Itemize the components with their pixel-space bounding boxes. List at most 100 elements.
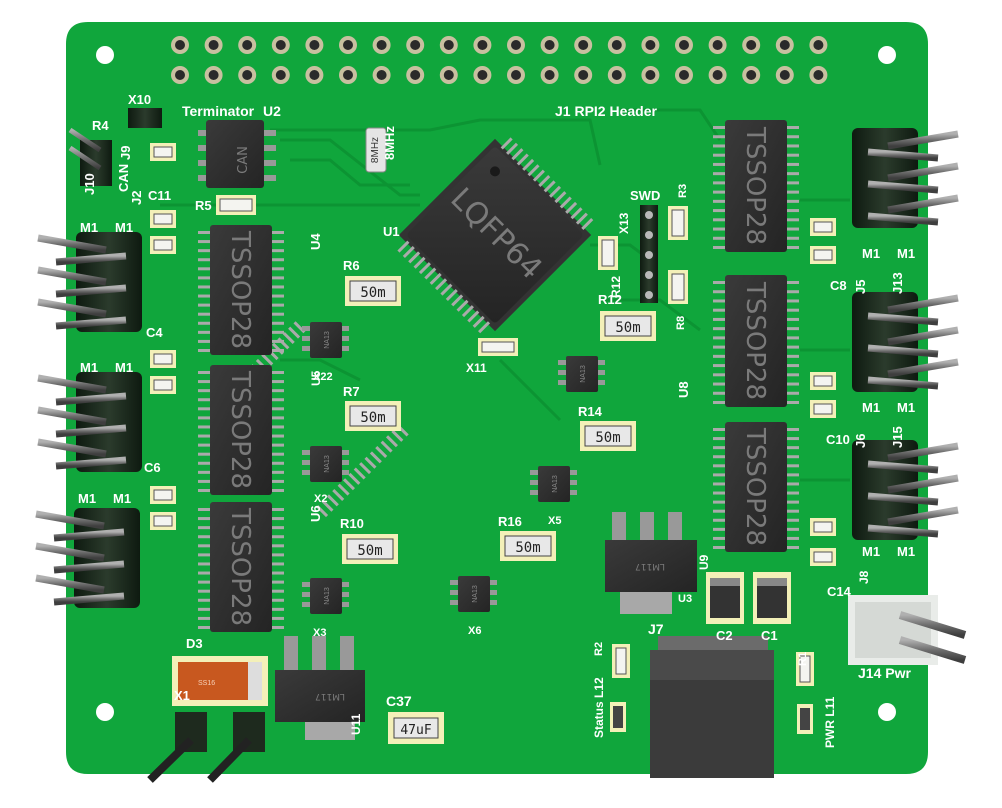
pin-header xyxy=(35,508,140,608)
rpi-header-pins xyxy=(171,36,828,84)
silkscreen-label: M1 xyxy=(862,246,880,261)
label-r4: R4 xyxy=(92,118,109,133)
sot-chip: NA13 xyxy=(302,322,349,358)
silkscreen-label: M1 xyxy=(115,360,133,375)
label-j2: J2 xyxy=(129,191,144,205)
silkscreen-label: C8 xyxy=(830,278,847,293)
silkscreen-label: 50m xyxy=(515,540,540,556)
pin-header xyxy=(37,232,142,332)
svg-text:NA13: NA13 xyxy=(324,587,331,605)
silkscreen-label: R12 xyxy=(598,292,622,307)
silkscreen-label: J15 xyxy=(890,426,905,448)
silkscreen-label: LM117 xyxy=(315,691,345,701)
capacitor-c1 xyxy=(753,572,791,624)
regulator-u9: LM117 xyxy=(605,512,697,614)
silkscreen-label: U1 xyxy=(383,224,400,239)
resistor-r12: 50m xyxy=(600,311,656,341)
silkscreen-label: R2 xyxy=(593,642,605,656)
silkscreen-label: Status L12 xyxy=(592,677,606,738)
svg-text:TSSOP28: TSSOP28 xyxy=(225,370,255,489)
label-can: CAN xyxy=(116,164,131,192)
mounting-holes xyxy=(96,46,896,721)
silkscreen-label: 50m xyxy=(360,410,385,426)
power-pins-x1 xyxy=(147,712,265,783)
silkscreen-label: 47uF xyxy=(400,723,431,738)
svg-text:TSSOP28: TSSOP28 xyxy=(740,126,770,245)
silkscreen-label: X5 xyxy=(548,515,561,527)
small-passives xyxy=(150,143,836,686)
pin-header xyxy=(852,128,959,228)
silkscreen-label: M1 xyxy=(113,491,131,506)
silkscreen-labels: J1 RPI2 Header Terminator U2 X10 R4 J9 J… xyxy=(78,92,915,748)
sot-chip: NA13 xyxy=(302,446,349,482)
left-headers xyxy=(35,232,142,608)
resistor-r6: 50m xyxy=(345,276,401,306)
svg-text:TSSOP28: TSSOP28 xyxy=(225,507,255,626)
silkscreen-label: X6 xyxy=(468,625,481,637)
svg-text:TSSOP28: TSSOP28 xyxy=(740,281,770,400)
silkscreen-label: J8 xyxy=(857,570,871,584)
silkscreen-label: X3 xyxy=(313,627,326,639)
silkscreen-label: 50m xyxy=(357,543,382,559)
silkscreen-label: SS16 xyxy=(198,680,215,687)
label-x10: X10 xyxy=(128,92,151,107)
tssop28-chip: TSSOP28 xyxy=(713,275,799,407)
silkscreen-label: R12 xyxy=(609,276,623,298)
silkscreen-label: U4 xyxy=(308,233,323,250)
right-headers xyxy=(852,128,959,540)
silkscreen-label: C37 xyxy=(386,693,412,709)
svg-text:TSSOP28: TSSOP28 xyxy=(740,427,770,546)
silkscreen-label: X1 xyxy=(174,688,190,703)
silkscreen-label: C4 xyxy=(146,325,163,340)
svg-text:NA13: NA13 xyxy=(324,455,331,473)
silkscreen-label: C14 xyxy=(827,584,852,599)
silkscreen-label: M1 xyxy=(897,544,915,559)
silkscreen-label: X2 xyxy=(314,493,327,505)
svg-text:NA13: NA13 xyxy=(552,475,559,493)
silkscreen-label: U9 xyxy=(697,554,711,570)
silkscreen-label: C2 xyxy=(716,628,733,643)
silkscreen-label: R14 xyxy=(578,404,603,419)
silkscreen-label: M1 xyxy=(115,220,133,235)
silkscreen-label: R3 xyxy=(677,184,689,198)
diode-d3: SS16 xyxy=(172,656,268,706)
tssop28-chip: TSSOP28 xyxy=(198,365,284,495)
silkscreen-label: M1 xyxy=(862,400,880,415)
can-chip: CAN xyxy=(198,120,276,188)
silkscreen-label: R8 xyxy=(675,316,687,330)
sot-chip: NA13 xyxy=(302,578,349,614)
crystal-8mhz: 8MHz xyxy=(365,127,387,173)
pin-header xyxy=(852,440,959,540)
silkscreen-label: R10 xyxy=(340,516,364,531)
sot-chip: NA13 xyxy=(450,576,497,612)
silkscreen-label: U11 xyxy=(349,713,363,735)
silkscreen-label: R16 xyxy=(498,514,522,529)
silkscreen-label: X22 xyxy=(313,371,333,383)
tssop28-chip: TSSOP28 xyxy=(713,120,799,252)
connector-j14 xyxy=(848,595,967,665)
tssop28-chip: TSSOP28 xyxy=(198,225,284,355)
pin-header xyxy=(852,292,959,392)
silkscreen-label: J14 Pwr xyxy=(858,665,911,681)
led-status xyxy=(610,702,626,732)
silkscreen-label: 50m xyxy=(615,320,640,336)
label-terminator: Terminator xyxy=(182,103,255,119)
silkscreen-label: U6 xyxy=(308,505,323,522)
label-r5: R5 xyxy=(195,198,212,213)
silkscreen-label: M1 xyxy=(897,400,915,415)
silkscreen-label: CAN xyxy=(236,146,251,174)
sot-chip: NA13 xyxy=(530,466,577,502)
tssop28-chip: TSSOP28 xyxy=(713,422,799,552)
silkscreen-label: M1 xyxy=(897,246,915,261)
silkscreen-label: SWD xyxy=(630,188,660,203)
resistor-r10: 50m xyxy=(342,534,398,564)
silkscreen-label: J5 xyxy=(853,280,868,294)
resistor-r14: 50m xyxy=(580,421,636,451)
silkscreen-label: M1 xyxy=(78,491,96,506)
silkscreen-label: X13 xyxy=(617,212,631,234)
svg-text:TSSOP28: TSSOP28 xyxy=(225,230,255,349)
silkscreen-label: PWR L11 xyxy=(823,696,837,748)
